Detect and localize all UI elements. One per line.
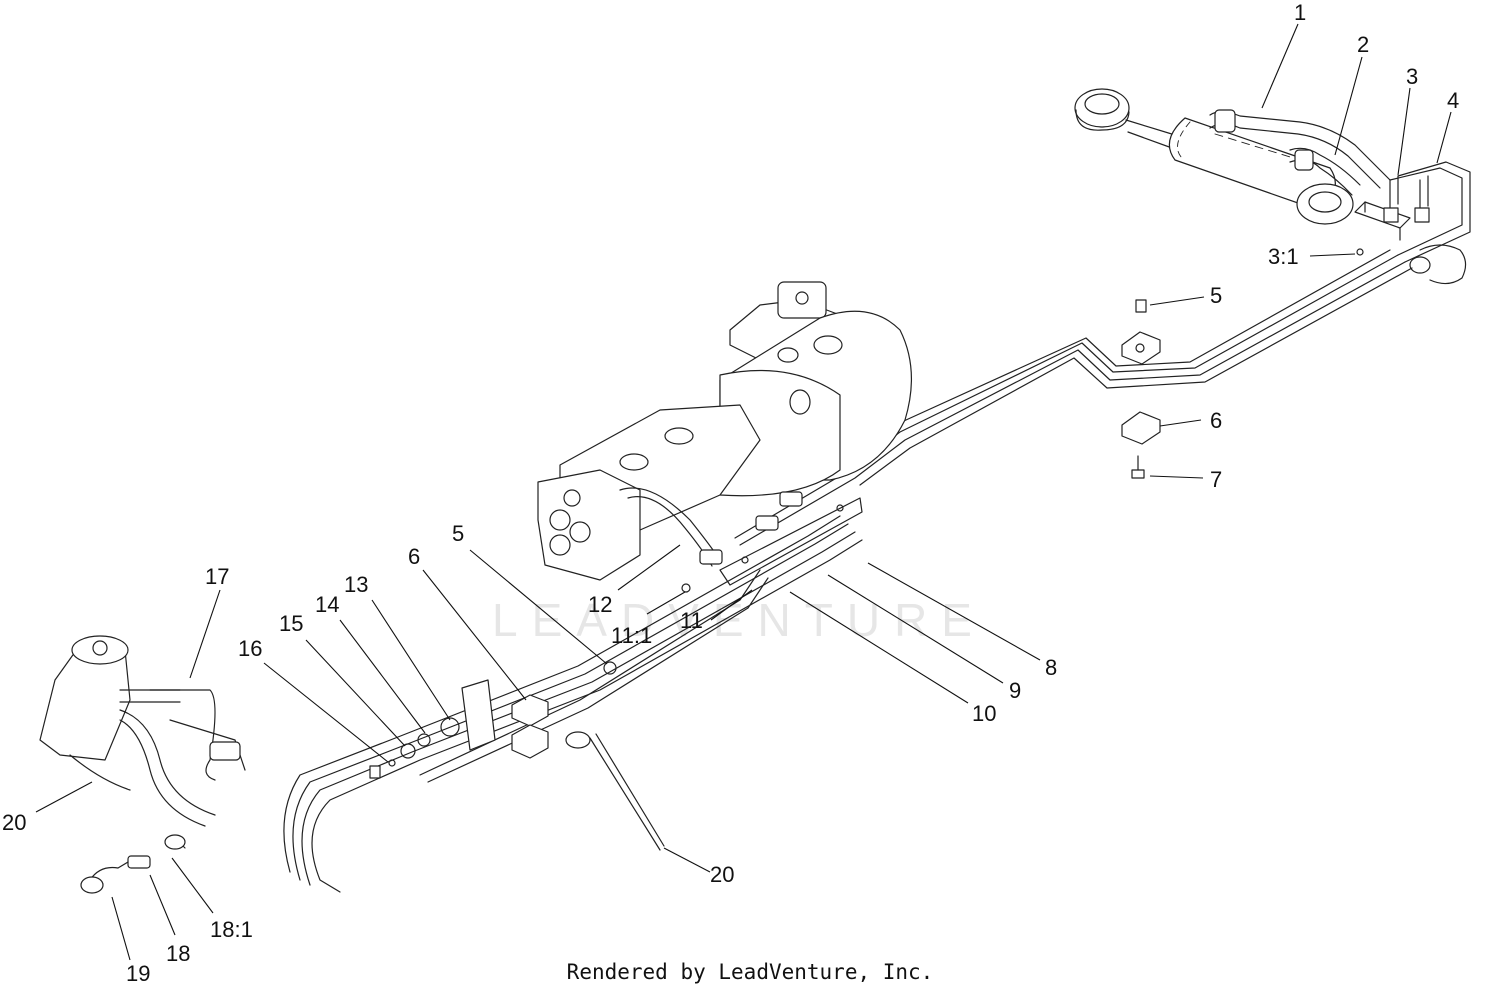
callout-6-center: 6: [408, 544, 420, 569]
callout-18-1: 18:1: [210, 917, 253, 942]
callout-19: 19: [126, 961, 150, 986]
watermark-text: LEADVENTURE: [492, 594, 986, 646]
rendered-by-footer: Rendered by LeadVenture, Inc.: [566, 960, 934, 984]
callout-5-right: 5: [1210, 283, 1222, 308]
tube-clamp-right: [1121, 299, 1161, 479]
callout-9: 9: [1009, 678, 1021, 703]
callout-20-right: 20: [710, 862, 734, 887]
callout-5-center: 5: [452, 521, 464, 546]
callout-8: 8: [1045, 655, 1057, 680]
callout-2: 2: [1357, 32, 1369, 57]
lower-hydraulic-tubes: [283, 515, 863, 893]
callout-3: 3: [1406, 64, 1418, 89]
callout-14: 14: [315, 592, 339, 617]
callout-11-1: 11:1: [611, 623, 652, 648]
pump-assembly-illustration: [537, 281, 912, 581]
callout-10: 10: [972, 701, 996, 726]
callout-12: 12: [588, 592, 612, 617]
callout-7: 7: [1210, 467, 1222, 492]
callout-15: 15: [279, 611, 303, 636]
callout-labels: 1 2 3 4 3:1 5 6 7 5 6 13 14 15 16 17 12 …: [2, 0, 1459, 986]
callout-20-left: 20: [2, 810, 26, 835]
leader-lines: [35, 23, 1452, 961]
callout-11: 11: [680, 608, 703, 633]
dipstick-illustration: [565, 731, 665, 851]
callout-4: 4: [1447, 88, 1459, 113]
callout-13: 13: [344, 572, 368, 597]
callout-1: 1: [1294, 0, 1306, 25]
callout-6-right: 6: [1210, 408, 1222, 433]
callout-18: 18: [166, 941, 190, 966]
tube-bracket-upper: [1354, 161, 1471, 285]
callout-17: 17: [205, 564, 229, 589]
control-valve-illustration: [39, 635, 246, 894]
hydraulic-cylinder-illustration: [1074, 88, 1391, 225]
callout-16: 16: [238, 636, 262, 661]
tube-clamp-lower: [369, 661, 617, 779]
tube-bracket-center: [681, 491, 863, 593]
callout-3-1: 3:1: [1268, 244, 1299, 269]
